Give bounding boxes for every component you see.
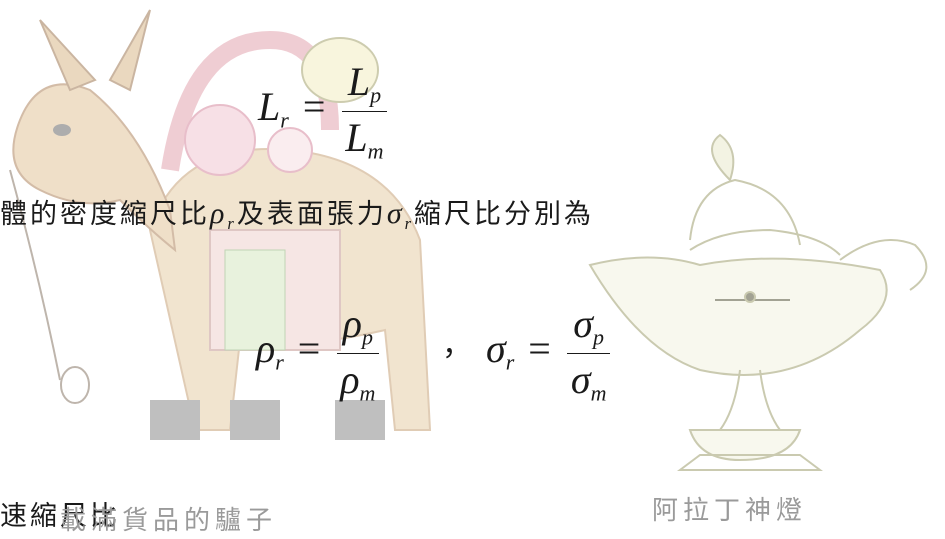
lamp-caption: 阿拉丁神燈 <box>652 496 808 526</box>
formula-length-lhs: Lr <box>258 84 289 134</box>
formula-length-ratio: Lr = Lp Lm <box>258 58 390 164</box>
formula-tension-lhs: σr <box>486 326 515 376</box>
fraction-denominator: σm <box>570 356 607 406</box>
fraction-denominator: ρm <box>340 356 376 406</box>
sentence-prefix: 體的密度縮尺比 <box>0 199 210 230</box>
formula-density-ratio: ρr = ρp ρm <box>256 300 381 406</box>
lamp-sketch <box>588 133 928 471</box>
equals-sign: = <box>297 326 321 372</box>
rho-symbol: ρr <box>210 197 237 233</box>
fraction-length: Lp Lm <box>339 58 389 164</box>
equals-sign: = <box>528 326 551 372</box>
fraction-density: ρp ρm <box>334 300 381 406</box>
fraction-numerator: σp <box>567 300 611 354</box>
formula-tension-ratio: σr = σp σm <box>486 300 612 406</box>
formula-density-lhs: ρr <box>256 326 284 376</box>
density-tension-sentence: 體的密度縮尺比ρr及表面張力σr縮尺比分別為 <box>0 192 594 234</box>
fraction-numerator: ρp <box>336 300 379 354</box>
fraction-tension: σp σm <box>565 300 613 406</box>
equals-sign: = <box>302 84 326 130</box>
fraction-denominator: Lm <box>345 114 384 164</box>
sigma-symbol: σr <box>386 197 415 233</box>
fraction-numerator: Lp <box>341 58 388 112</box>
donkey-caption: 載滿貨品的驢子 <box>60 506 278 536</box>
sentence-suffix: 縮尺比分別為 <box>414 199 595 230</box>
formula-separator: ， <box>442 329 472 362</box>
donkey-sketch <box>9 9 432 440</box>
sentence-middle: 及表面張力 <box>236 199 387 230</box>
velocity-ratio-heading: 速縮尺比 <box>0 501 120 532</box>
